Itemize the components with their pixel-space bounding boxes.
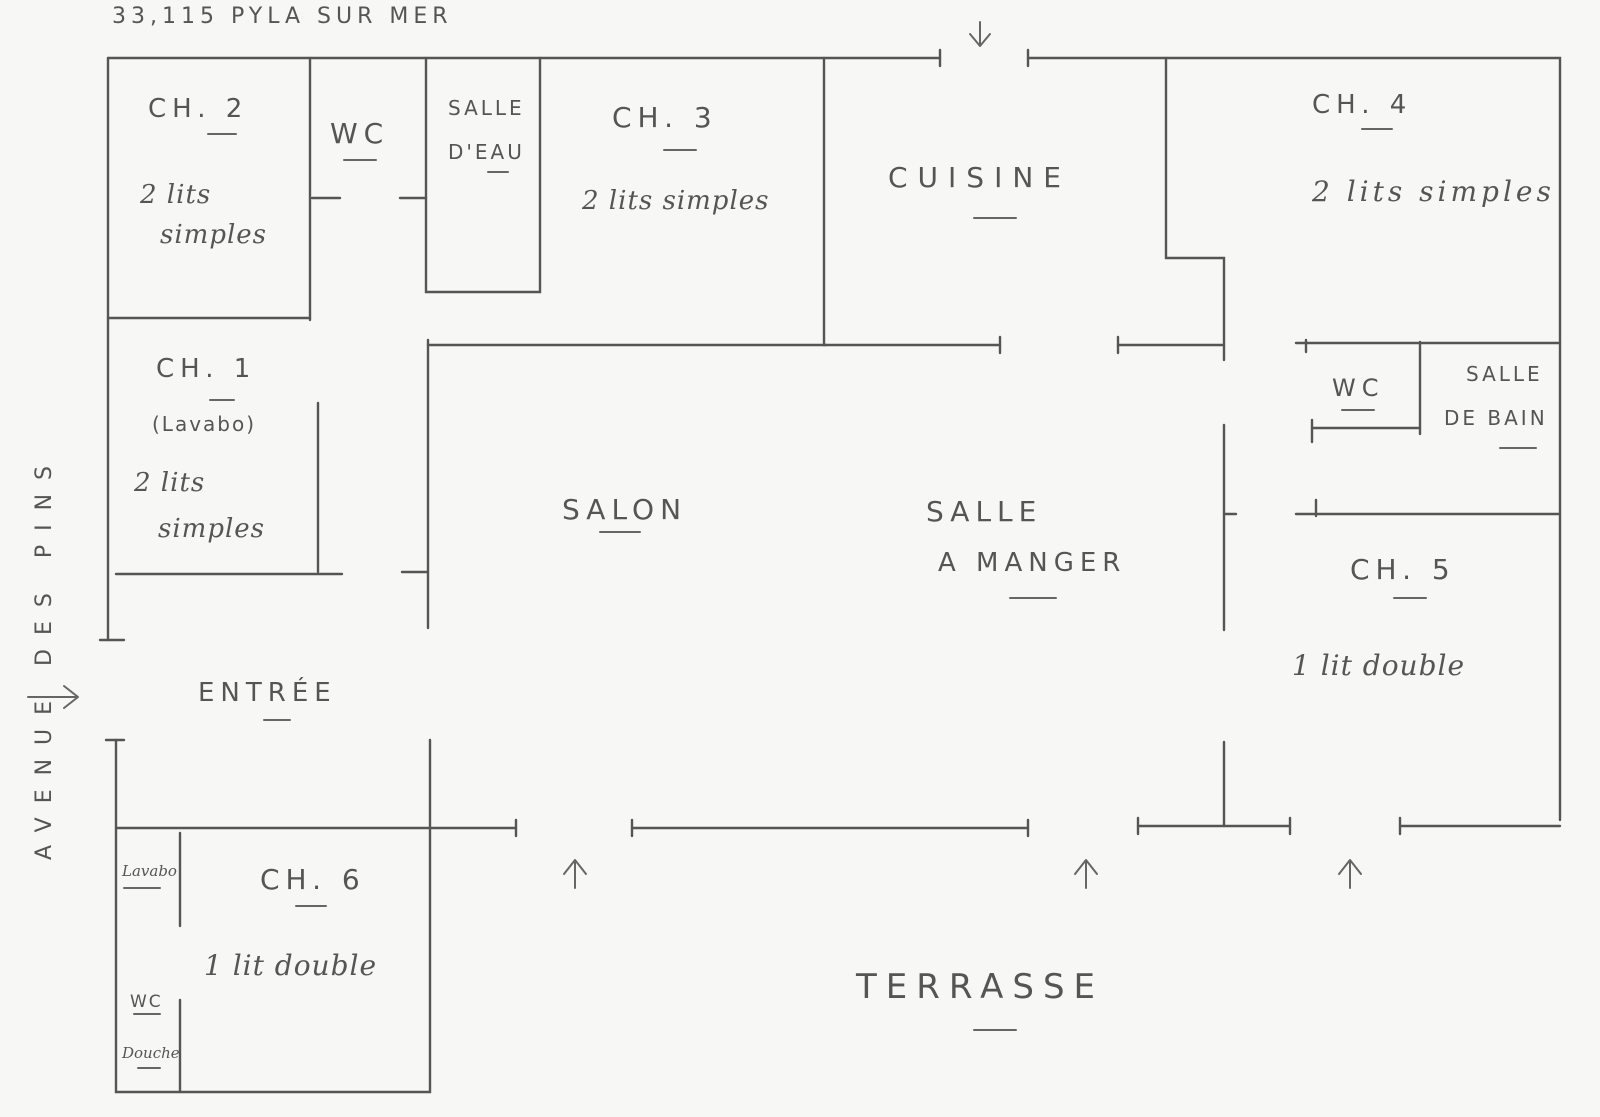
room-ch4-label: CH. 4 (1312, 90, 1413, 120)
arrow-up-icon (563, 859, 587, 889)
room-ch2-label: CH. 2 (148, 94, 249, 124)
room-salle-eau-label-2: D'EAU (448, 140, 525, 164)
room-salle-manger-label-1: SALLE (926, 495, 1043, 528)
room-salon-label: SALON (562, 493, 688, 526)
room-ch6-label: CH. 6 (260, 863, 366, 896)
room-ch6-detail: 1 lit double (204, 949, 378, 982)
room-salle-manger-label-2: A MANGER (938, 548, 1127, 578)
room-ch6-wc: WC (130, 992, 163, 1012)
terrasse-label: TERRASSE (856, 967, 1105, 1007)
room-ch3-detail: 2 lits simples (582, 186, 770, 216)
room-ch3-label: CH. 3 (612, 101, 718, 134)
street-label: AVENUE DES PINS (32, 451, 57, 860)
underlines (123, 128, 1537, 1069)
room-ch1-sub: (Lavabo) (152, 412, 257, 436)
room-ch1-detail-2: simples (158, 514, 266, 544)
room-ch2-detail-1: 2 lits (140, 180, 212, 210)
arrow-down-icon (969, 21, 991, 47)
arrows (27, 21, 1362, 889)
room-ch2-detail-2: simples (160, 220, 268, 250)
arrow-right-icon (27, 685, 79, 709)
room-ch1-label: CH. 1 (156, 354, 257, 384)
street-label-container: AVENUE DES PINS (2, 452, 57, 860)
room-ch4-detail: 2 lits simples (1312, 175, 1555, 208)
room-ch5-label: CH. 5 (1350, 553, 1456, 586)
room-salle-eau-label-1: SALLE (448, 96, 525, 120)
room-salle-bain-label-1: SALLE (1466, 362, 1543, 386)
room-wc2-label: WC (1332, 374, 1385, 402)
room-entree-label: ENTRÉE (198, 678, 337, 708)
arrow-up-icon (1338, 859, 1362, 889)
room-salle-bain-label-2: DE BAIN (1444, 406, 1548, 430)
room-wc1-label: WC (330, 117, 390, 150)
room-ch1-detail-1: 2 lits (134, 468, 206, 498)
walls (98, 48, 1562, 1094)
room-ch6-douche: Douche (122, 1044, 180, 1062)
address-label: 33,115 PYLA SUR MER (112, 4, 453, 29)
room-ch5-detail: 1 lit double (1292, 649, 1466, 682)
room-cuisine-label: CUISINE (888, 161, 1071, 194)
room-ch6-lavabo: Lavabo (122, 862, 177, 880)
arrow-up-icon (1074, 859, 1098, 889)
